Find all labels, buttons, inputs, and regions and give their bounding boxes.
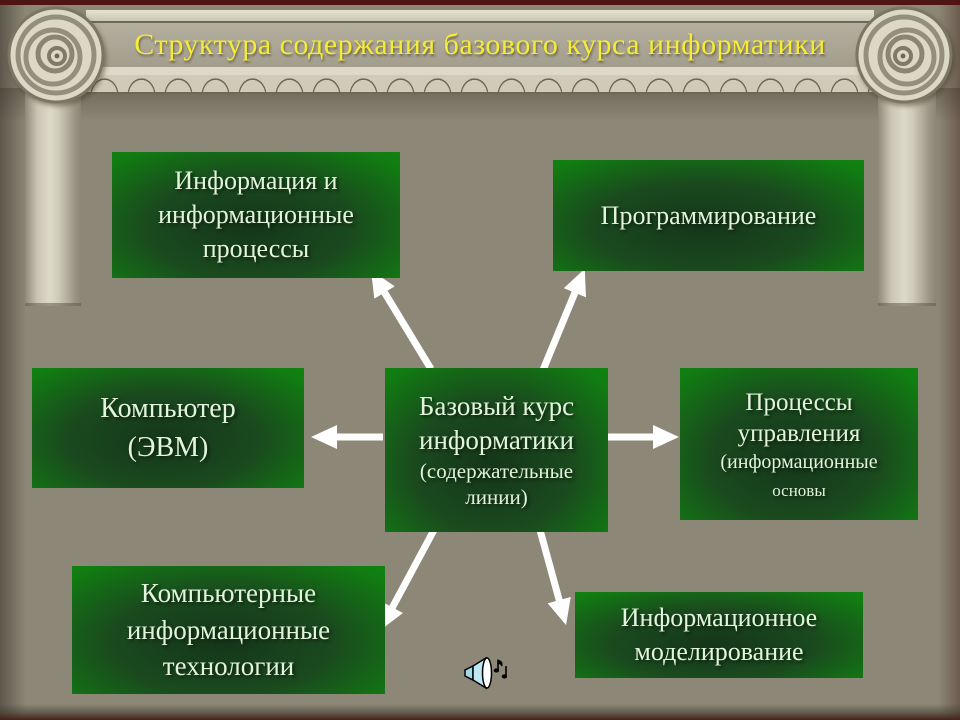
node-text-line: технологии (162, 651, 295, 682)
left-volute-icon (7, 6, 105, 104)
node-information-modeling: Информационное моделирование (575, 592, 863, 678)
arrow-to-top-left (371, 270, 434, 371)
node-information-processes: Информация и информационные процессы (112, 152, 400, 278)
node-text-line: основы (772, 481, 826, 501)
arrow-to-bottom-left (380, 528, 438, 631)
arrow-to-bottom-right (536, 529, 571, 626)
top-maroon-border (0, 0, 960, 5)
node-control-processes: Процессы управления (информационные осно… (680, 368, 918, 520)
bottom-edge-shade (0, 704, 960, 720)
audio-speaker-icon[interactable] (462, 654, 510, 694)
node-text-line: информационные (158, 200, 354, 230)
node-text-line: информатики (419, 424, 574, 455)
egg-and-dart-molding (86, 75, 874, 94)
capital-abacus-band (86, 10, 874, 23)
music-notes-icon (493, 659, 508, 679)
column-capital-header: Структура содержания базового курса инфо… (86, 4, 874, 94)
node-text-line: Компьютерные (140, 578, 317, 609)
node-text-line: управления (737, 419, 861, 447)
left-column-pillar (25, 86, 81, 306)
node-text-line: Процессы (745, 388, 853, 416)
node-computer: Компьютер (ЭВМ) (32, 368, 304, 488)
left-edge-shade (0, 0, 26, 720)
node-programming: Программирование (553, 160, 864, 271)
right-volute-icon (855, 6, 953, 104)
node-text-line: (ЭВМ) (127, 432, 209, 463)
node-text-line: Программирование (600, 200, 817, 230)
node-text-line: (содержательные (419, 458, 574, 483)
node-text-line: Информационное (620, 603, 818, 633)
node-text-line: Информация и (174, 166, 338, 196)
node-text-line: линии) (465, 484, 528, 509)
slide-title: Структура содержания базового курса инфо… (134, 28, 826, 61)
capital-face: Структура содержания базового курса инфо… (86, 23, 874, 67)
node-computer-technologies: Компьютерные информационные технологии (72, 566, 385, 694)
node-text-line: Компьютер (100, 392, 236, 424)
capital-lower-band (86, 67, 874, 75)
node-text-line: процессы (202, 233, 310, 263)
node-text-line: информационные (126, 614, 331, 645)
right-edge-shade (938, 0, 960, 720)
node-text-line: (информационные (720, 451, 878, 474)
node-text-line: моделирование (634, 637, 804, 666)
node-text-line: Базовый курс (418, 391, 575, 421)
node-basic-course-center: Базовый курс информатики (содержательные… (385, 368, 608, 532)
arrow-to-top-right (539, 268, 586, 372)
right-column-pillar (878, 86, 936, 306)
